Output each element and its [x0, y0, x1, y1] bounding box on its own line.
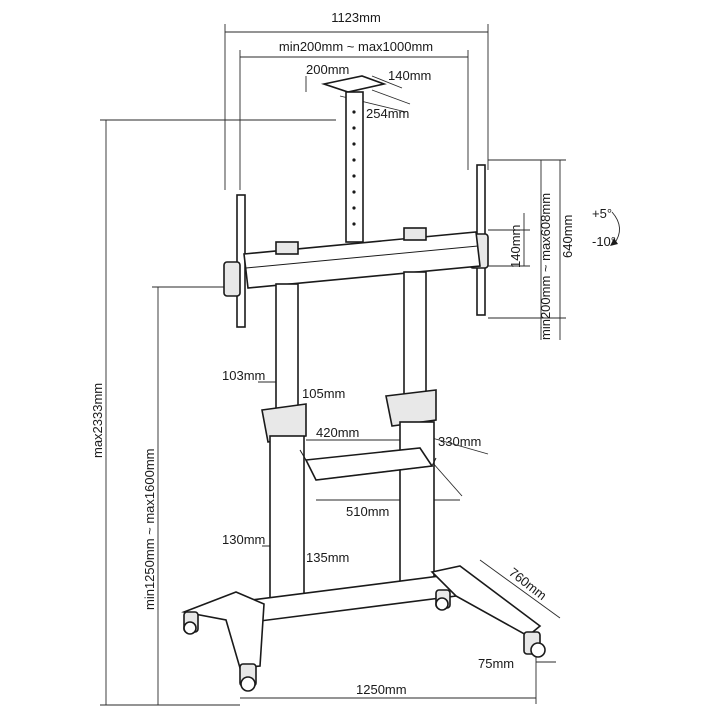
label-tilt-up: +5°	[592, 206, 612, 221]
label-upper-pole-d: 105mm	[302, 386, 345, 401]
dim-line-base-depth	[479, 559, 561, 619]
shelf-rim	[299, 449, 437, 481]
right-lower-pole	[399, 421, 435, 589]
cart-structure	[181, 75, 546, 692]
label-bracket-range: min200mm ~ max1000mm	[279, 39, 433, 54]
left-vesa-bracket	[236, 194, 246, 328]
label-max-height: max2333mm	[90, 383, 105, 458]
bar-clip-right	[403, 227, 427, 241]
label-upper-pole-w: 103mm	[222, 368, 265, 383]
label-lower-pole-d: 135mm	[306, 550, 349, 565]
dimension-lines	[100, 24, 620, 706]
dim-plate-diag-b	[371, 89, 411, 105]
label-plate-depth: 140mm	[388, 68, 431, 83]
right-pole-collar	[385, 389, 437, 427]
label-bar-height: 140mm	[508, 225, 523, 268]
label-shelf-full: 510mm	[346, 504, 389, 519]
dim-shelf-depth	[431, 437, 489, 455]
caster-front-left	[183, 611, 199, 635]
label-top-width: 1123mm	[331, 10, 381, 25]
label-plate-width: 200mm	[306, 62, 349, 77]
mounting-bar	[243, 231, 481, 289]
base-crossbar	[234, 575, 458, 623]
left-bracket-clamp	[223, 261, 241, 297]
label-shelf-depth: 330mm	[438, 434, 481, 449]
label-lower-pole-w: 130mm	[222, 532, 265, 547]
caster-front-center	[239, 663, 257, 692]
label-plate-diag: 254mm	[366, 106, 409, 121]
dim-plate-depth	[371, 75, 403, 89]
label-vesa-height: 640mm	[560, 215, 575, 258]
tilt-arrow-head	[610, 238, 618, 246]
label-shelf-width: 420mm	[316, 425, 359, 440]
caster-rear-right	[523, 631, 546, 658]
label-caster: 75mm	[478, 656, 514, 671]
label-height-range: min1250mm ~ max1600mm	[142, 449, 157, 610]
right-base-leg	[430, 565, 542, 637]
camera-post	[345, 91, 364, 243]
camera-post-holes	[352, 110, 356, 226]
label-tilt-down: -10°	[592, 234, 616, 249]
left-base-leg	[181, 591, 265, 669]
mounting-bar-groove	[245, 245, 479, 269]
label-vesa-range: min200mm ~ max608mm	[538, 193, 553, 340]
left-lower-pole	[269, 435, 305, 599]
left-pole-collar	[261, 403, 307, 443]
label-base-width: 1250mm	[356, 682, 407, 697]
dim-shelf-diag	[431, 461, 463, 497]
top-plate	[320, 75, 387, 93]
dimension-labels: 1123mm min200mm ~ max1000mm 200mm 140mm …	[90, 10, 616, 697]
bar-clip-left	[275, 241, 299, 255]
caster-rear-left	[435, 589, 451, 611]
